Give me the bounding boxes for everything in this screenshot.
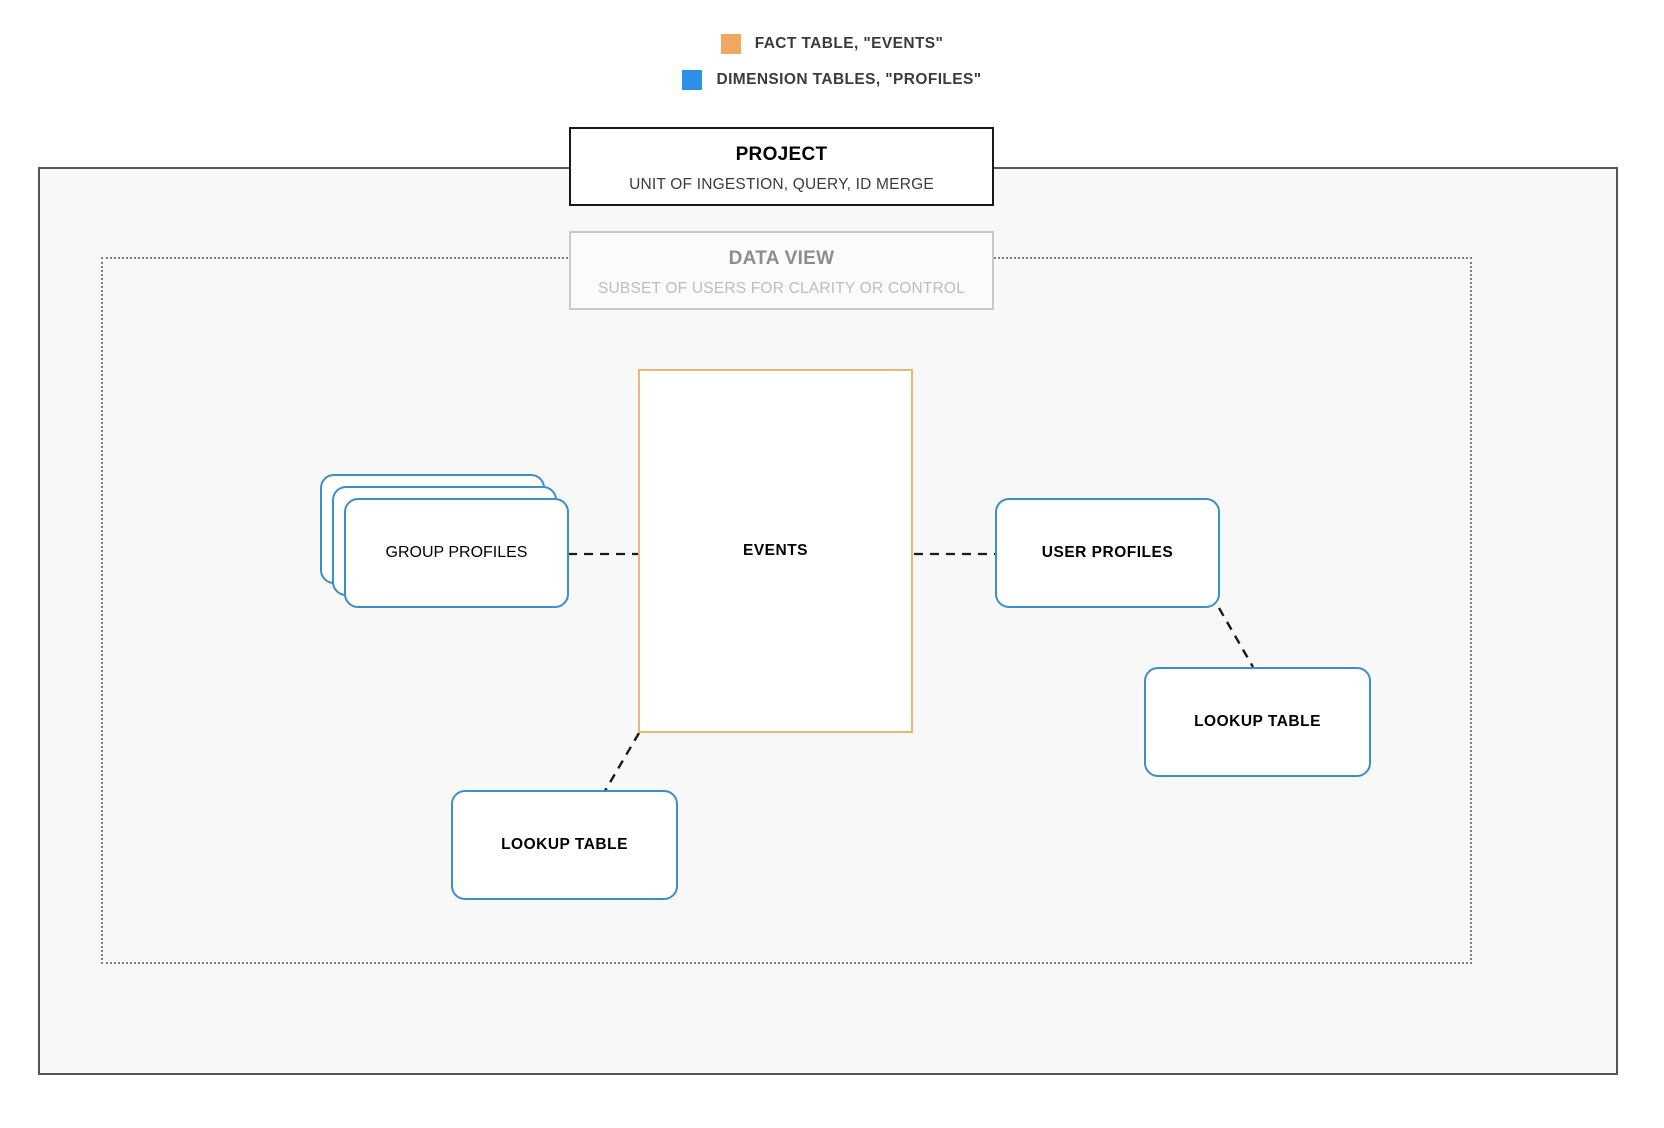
legend-label-fact-table: FACT TABLE, "EVENTS" [754, 35, 944, 52]
data-view-title: DATA VIEW [728, 248, 835, 269]
node-events-label: EVENTS [742, 542, 808, 559]
node-user-profiles[interactable]: USER PROFILES [995, 498, 1220, 608]
node-lookup-table-right-label: LOOKUP TABLE [1194, 713, 1321, 730]
legend-item-fact-table: FACT TABLE, "EVENTS" [0, 26, 1664, 62]
project-header-box[interactable]: PROJECT UNIT OF INGESTION, QUERY, ID MER… [569, 127, 994, 206]
data-view-header-box[interactable]: DATA VIEW SUBSET OF USERS FOR CLARITY OR… [569, 231, 994, 310]
node-lookup-table-right[interactable]: LOOKUP TABLE [1144, 667, 1371, 777]
node-lookup-table-left[interactable]: LOOKUP TABLE [451, 790, 678, 900]
node-events[interactable]: EVENTS [638, 369, 913, 733]
legend: FACT TABLE, "EVENTS" DIMENSION TABLES, "… [0, 26, 1664, 98]
node-lookup-table-left-label: LOOKUP TABLE [501, 836, 628, 853]
blue-square-swatch [682, 70, 703, 90]
legend-label-dimension-tables: DIMENSION TABLES, "PROFILES" [716, 71, 982, 88]
node-group-profiles-label: GROUP PROFILES [385, 544, 528, 561]
legend-item-dimension-tables: DIMENSION TABLES, "PROFILES" [0, 62, 1664, 98]
project-subtitle: UNIT OF INGESTION, QUERY, ID MERGE [629, 176, 934, 193]
data-view-subtitle: SUBSET OF USERS FOR CLARITY OR CONTROL [597, 280, 966, 297]
project-title: PROJECT [735, 144, 828, 165]
group-profiles-stack-card-front[interactable]: GROUP PROFILES [344, 498, 569, 608]
orange-square-swatch [720, 34, 741, 54]
node-user-profiles-label: USER PROFILES [1041, 544, 1174, 561]
